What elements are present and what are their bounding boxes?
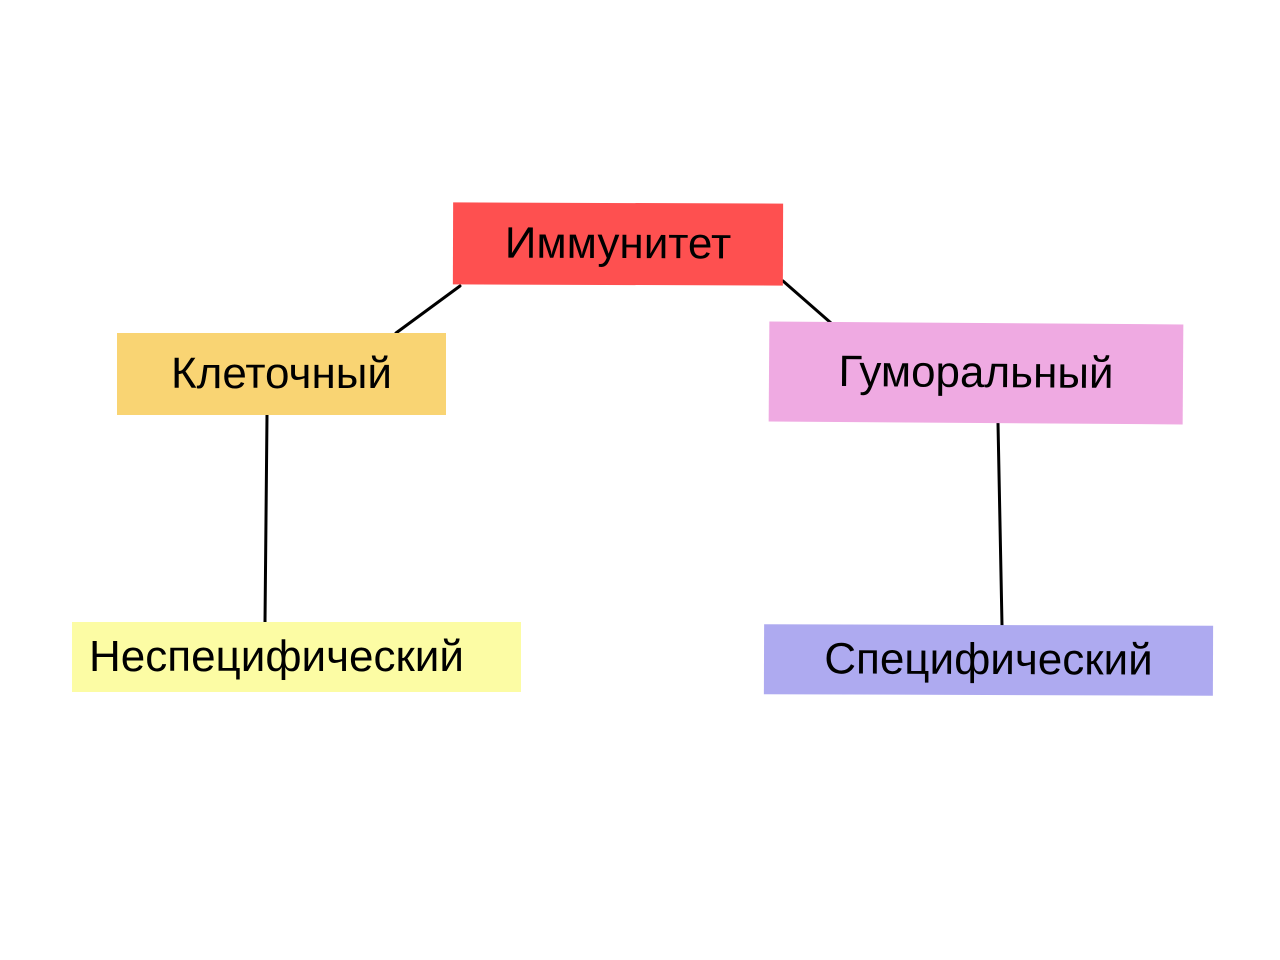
connector-humoral-to-specific xyxy=(996,421,1004,627)
connector-root-to-humoral xyxy=(781,279,833,325)
node-nonspecific-label: Неспецифический xyxy=(89,632,464,681)
node-cellular-label: Клеточный xyxy=(171,349,392,398)
connector-root-to-cellular xyxy=(394,284,462,335)
connector-cellular-to-nonspecific xyxy=(263,413,269,624)
node-humoral: Гуморальный xyxy=(768,321,1184,425)
node-nonspecific: Неспецифический xyxy=(72,622,521,692)
node-specific: Специфический xyxy=(763,624,1214,696)
node-specific-label: Специфический xyxy=(824,634,1153,685)
node-immunity: Иммунитет xyxy=(452,202,784,286)
node-cellular: Клеточный xyxy=(117,333,446,415)
node-immunity-label: Иммунитет xyxy=(504,218,732,269)
node-humoral-label: Гуморальный xyxy=(838,347,1114,398)
